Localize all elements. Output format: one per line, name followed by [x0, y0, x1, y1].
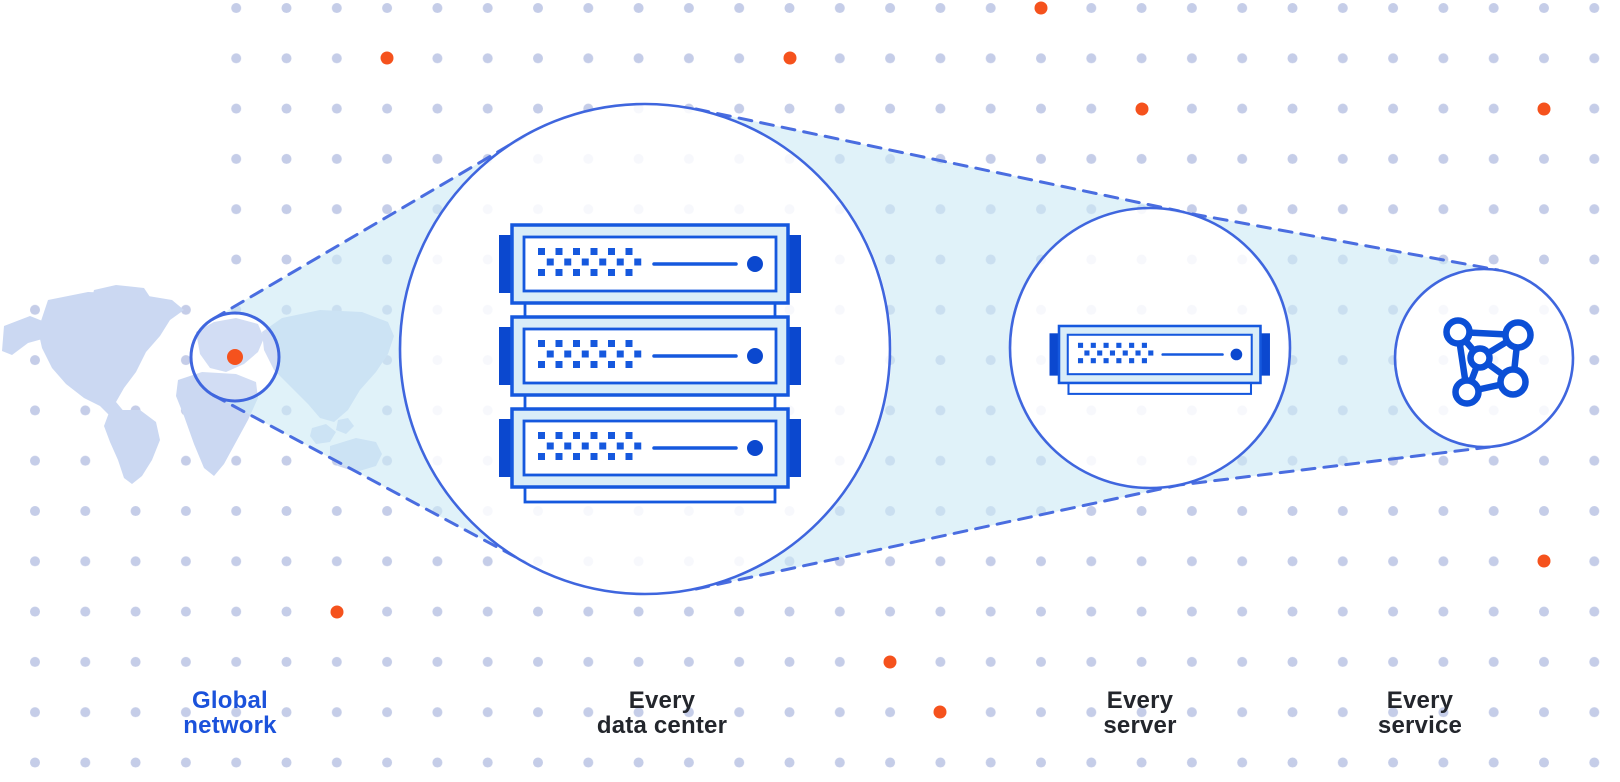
label-line: data center: [596, 712, 728, 739]
stage-label-every-server: Every server: [1103, 688, 1176, 738]
dashed-tangent-lines: [211, 107, 1500, 591]
stage-label-global-network: Global network: [183, 688, 276, 738]
stage-label-every-data-center: Every data center: [597, 688, 727, 738]
network-mesh-icon: [1443, 317, 1534, 407]
server-stack-icon: [497, 223, 803, 504]
server-icon: [1048, 324, 1272, 396]
label-line: network: [183, 712, 277, 739]
label-line: Global: [192, 687, 268, 714]
label-line: server: [1103, 712, 1177, 739]
server-unit-3: [497, 407, 803, 504]
stage-label-every-service: Every service: [1378, 688, 1462, 738]
location-marker-icon: [227, 349, 243, 365]
server-unit-2: [497, 315, 803, 412]
orange-accent-dots: [330, 1, 1551, 719]
label-line: Every: [1386, 687, 1454, 714]
label-line: Every: [1106, 687, 1174, 714]
dot-grid-mask: [0, 0, 212, 268]
label-line: service: [1377, 712, 1463, 739]
label-line: Every: [628, 687, 696, 714]
server-unit-1: [497, 223, 803, 320]
